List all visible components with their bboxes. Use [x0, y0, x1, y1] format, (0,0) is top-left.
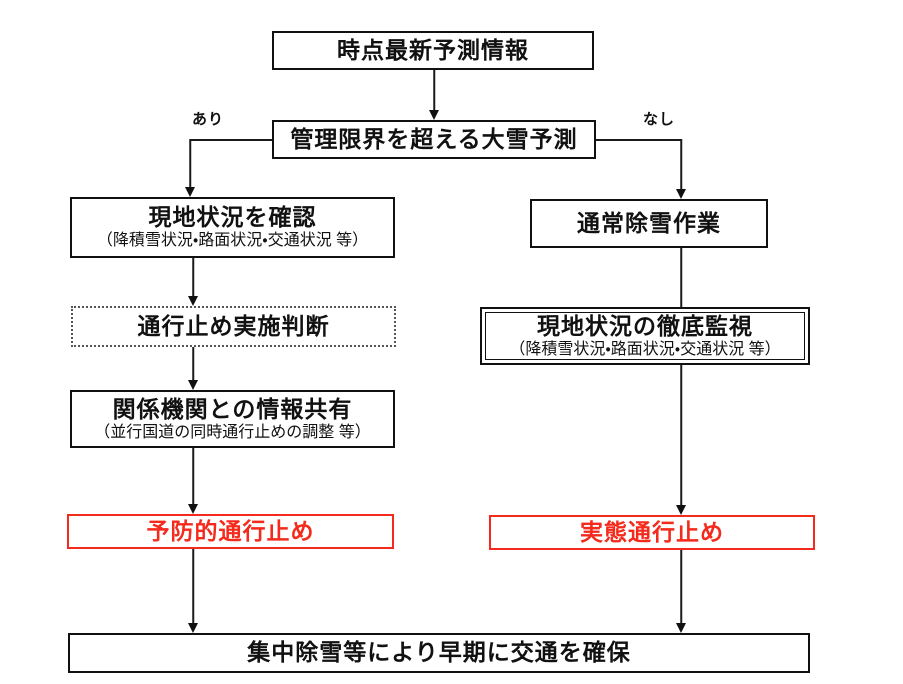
connector-check-decision — [192, 258, 194, 297]
arrowhead-preventive-recovery — [188, 623, 198, 633]
branch-label-yes: あり — [192, 111, 225, 128]
node-site-monitor-title: 現地状況の徹底監視 — [537, 312, 753, 339]
connector-actual-recovery — [680, 550, 682, 624]
node-preventive-closure: 予防的通行止め — [67, 514, 394, 549]
arrowhead-check-decision — [188, 296, 198, 306]
arrowhead-monitor-actual — [676, 505, 686, 515]
arrowhead-branch-no — [676, 189, 686, 199]
branch-label-no: なし — [643, 111, 676, 128]
node-normal-operations-label: 通常除雪作業 — [577, 209, 721, 236]
arrowhead-actual-recovery — [676, 623, 686, 633]
node-closure-decision-label: 通行止め実施判断 — [137, 312, 330, 339]
node-info-share: 関係機関との情報共有 （並行国道の同時通行止めの調整 等） — [70, 390, 395, 448]
connector-forecast-threshold — [433, 70, 435, 111]
arrowhead-decision-share — [188, 380, 198, 390]
node-actual-closure-label: 実態通行止め — [580, 518, 724, 545]
node-info-share-subtitle: （並行国道の同時通行止めの調整 等） — [94, 423, 371, 441]
node-snow-threshold-label: 管理限界を超える大雪予測 — [290, 125, 578, 152]
connector-branch-no-horizontal — [596, 139, 681, 141]
node-site-monitor-inner: 現地状況の徹底監視 （降積雪状況・路面状況・交通状況 等） — [485, 312, 805, 360]
node-site-check-title: 現地状況を確認 — [148, 204, 317, 230]
node-actual-closure: 実態通行止め — [489, 515, 815, 550]
connector-branch-yes-vertical — [189, 139, 191, 187]
connector-share-preventive — [192, 448, 194, 505]
node-site-monitor: 現地状況の徹底監視 （降積雪状況・路面状況・交通状況 等） — [480, 307, 810, 365]
connector-decision-share — [192, 347, 194, 381]
node-closure-decision: 通行止め実施判断 — [71, 306, 396, 347]
connector-preventive-recovery — [192, 549, 194, 624]
connector-monitor-actual — [680, 365, 682, 506]
connector-normal-monitor — [680, 248, 682, 308]
node-snow-threshold: 管理限界を超える大雪予測 — [272, 120, 596, 159]
node-latest-forecast: 時点最新予測情報 — [272, 31, 594, 70]
arrowhead-share-preventive — [188, 504, 198, 514]
node-recovery: 集中除雪等により早期に交通を確保 — [68, 633, 810, 673]
node-preventive-closure-label: 予防的通行止め — [146, 517, 315, 544]
arrowhead-branch-yes — [185, 187, 195, 197]
node-recovery-label: 集中除雪等により早期に交通を確保 — [247, 639, 631, 666]
node-site-check: 現地状況を確認 （降積雪状況・路面状況・交通状況 等） — [70, 197, 395, 258]
node-site-monitor-subtitle: （降積雪状況・路面状況・交通状況 等） — [509, 340, 781, 358]
node-normal-operations: 通常除雪作業 — [530, 199, 768, 248]
node-info-share-title: 関係機関との情報共有 — [112, 395, 353, 422]
connector-branch-yes-horizontal — [190, 139, 272, 141]
connector-branch-no-vertical — [680, 139, 682, 189]
node-site-check-subtitle: （降積雪状況・路面状況・交通状況 等） — [96, 232, 369, 250]
node-latest-forecast-label: 時点最新予測情報 — [337, 36, 529, 63]
arrowhead-forecast-threshold — [429, 110, 439, 120]
